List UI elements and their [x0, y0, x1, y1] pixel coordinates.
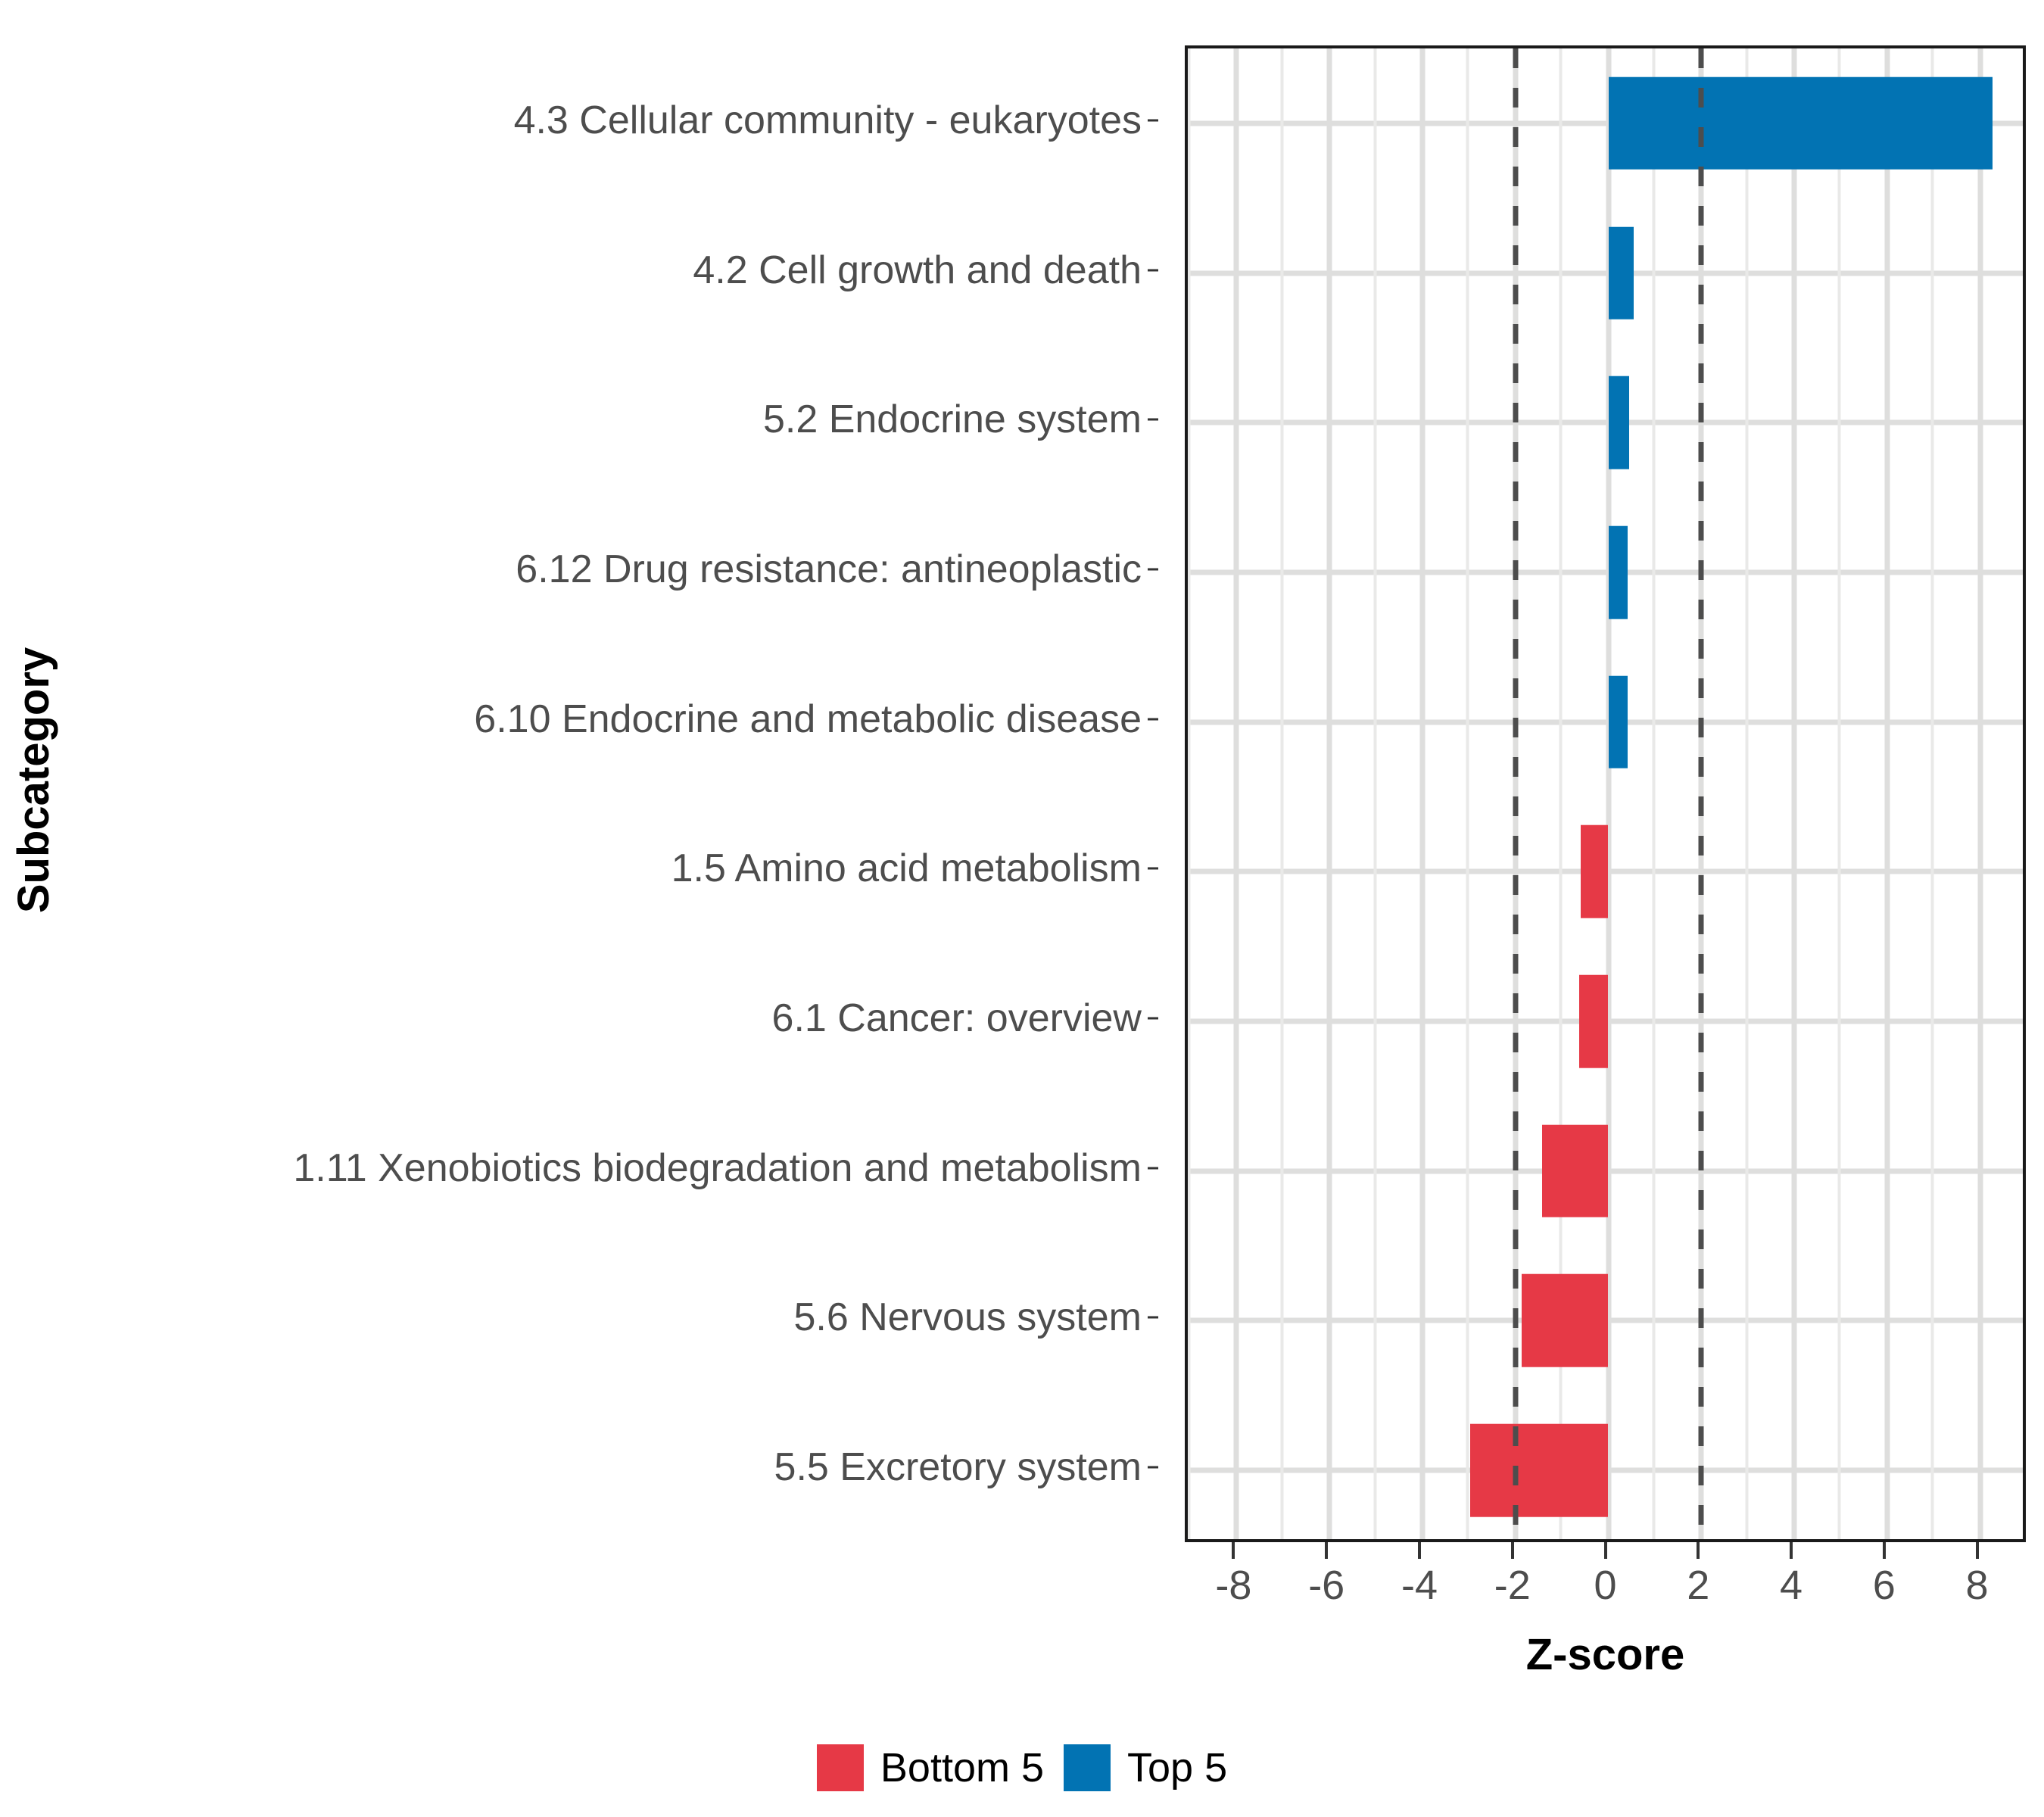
y-axis-tick-mark: [1148, 1167, 1158, 1170]
grid-line-horizontal: [1188, 270, 2023, 276]
grid-line-vertical: [1606, 48, 1611, 1539]
y-axis-tick-label: 5.5 Excretory system: [774, 1445, 1142, 1490]
x-axis-tick-mark: [1882, 1542, 1886, 1559]
y-axis-tick-mark: [1148, 418, 1158, 421]
bar: [1579, 974, 1609, 1068]
grid-line-vertical-minor: [1373, 48, 1377, 1539]
bar: [1608, 675, 1628, 768]
grid-line-vertical-minor: [1559, 48, 1563, 1539]
y-axis-tick-mark: [1148, 568, 1158, 571]
y-axis-tick-mark: [1148, 867, 1158, 870]
grid-line-horizontal: [1188, 419, 2023, 425]
y-axis-tick-mark: [1148, 718, 1158, 721]
x-axis-tick-mark: [1325, 1542, 1329, 1559]
legend-item: Bottom 5: [816, 1744, 1044, 1791]
y-axis-tick-label: 4.2 Cell growth and death: [693, 248, 1142, 292]
x-axis-tick-label: 2: [1687, 1563, 1710, 1608]
x-axis-tick-mark: [1510, 1542, 1514, 1559]
x-axis-tick-mark: [1603, 1542, 1607, 1559]
x-axis-tick-label: 4: [1779, 1563, 1803, 1608]
bar: [1608, 226, 1634, 319]
grid-line-vertical: [1233, 48, 1239, 1539]
legend-color-swatch: [816, 1744, 864, 1791]
bar: [1608, 376, 1629, 469]
x-axis-title: Z-score: [1525, 1630, 1685, 1679]
grid-line-horizontal: [1188, 569, 2023, 575]
grid-line-vertical: [1419, 48, 1426, 1539]
y-axis-tick-label: 6.10 Endocrine and metabolic disease: [474, 697, 1142, 741]
bar: [1541, 1124, 1609, 1218]
grid-line-vertical-minor: [1188, 48, 1191, 1539]
chart-legend: Bottom 5 Top 5: [0, 1726, 2044, 1809]
x-axis-tick-mark: [1417, 1542, 1421, 1559]
bar: [1580, 825, 1609, 918]
grid-line-horizontal: [1188, 120, 2023, 126]
y-axis-tick-mark: [1148, 119, 1158, 122]
y-axis-tick-mark: [1148, 269, 1158, 272]
y-axis-tick-label: 4.3 Cellular community - eukaryotes: [513, 98, 1142, 142]
grid-line-vertical: [1326, 48, 1332, 1539]
bar: [1608, 525, 1628, 619]
reference-line: [1698, 48, 1704, 1539]
y-axis-tick-label: 6.12 Drug resistance: antineoplastic: [516, 547, 1142, 591]
x-axis-tick-label: 6: [1872, 1563, 1896, 1608]
x-axis-tick-mark: [1232, 1542, 1235, 1559]
grid-line-horizontal: [1188, 719, 2023, 725]
x-axis-tick-mark: [1975, 1542, 1979, 1559]
grid-line-vertical-minor: [1466, 48, 1469, 1539]
x-axis-tick-label: -8: [1215, 1563, 1252, 1608]
x-axis-tick-label: 0: [1594, 1563, 1617, 1608]
x-axis-tick-label: -2: [1494, 1563, 1531, 1608]
x-axis-tick-label: -4: [1401, 1563, 1438, 1608]
y-axis-title: Subcategory: [0, 0, 68, 1560]
x-axis-tick-mark: [1697, 1542, 1700, 1559]
y-axis-tick-label: 6.1 Cancer: overview: [771, 996, 1142, 1041]
legend-label: Top 5: [1127, 1745, 1228, 1791]
x-axis-tick-label: 8: [1965, 1563, 1989, 1608]
grid-line-vertical-minor: [1745, 48, 1749, 1539]
grid-line-vertical-minor: [1280, 48, 1284, 1539]
plot-panel: [1185, 45, 2026, 1542]
grid-line-vertical: [1977, 48, 1983, 1539]
grid-line-vertical-minor: [1652, 48, 1656, 1539]
bar: [1521, 1274, 1609, 1367]
y-axis-tick-mark: [1148, 1017, 1158, 1020]
grid-line-vertical: [1884, 48, 1890, 1539]
y-axis-tick-mark: [1148, 1466, 1158, 1469]
legend-label: Bottom 5: [880, 1745, 1044, 1791]
y-axis-tick-mark: [1148, 1316, 1158, 1319]
y-axis-tick-label: 5.6 Nervous system: [793, 1295, 1142, 1340]
bar: [1608, 76, 1993, 170]
grid-line-vertical: [1791, 48, 1797, 1539]
x-axis: -8 -6 -4 -2 0 2 4 6 8: [1185, 1542, 2026, 1641]
bar: [1470, 1423, 1609, 1517]
legend-color-swatch: [1064, 1744, 1111, 1791]
grid-line-vertical-minor: [1837, 48, 1841, 1539]
x-axis-tick-label: -6: [1308, 1563, 1345, 1608]
y-axis-tick-label: 5.2 Endocrine system: [762, 397, 1142, 442]
y-axis-title-text: Subcategory: [9, 647, 59, 913]
legend-item: Top 5: [1064, 1744, 1227, 1791]
y-axis-tick-label: 1.5 Amino acid metabolism: [671, 846, 1142, 891]
grid-line-vertical-minor: [1930, 48, 1934, 1539]
y-axis-tick-label: 1.11 Xenobiotics biodegradation and meta…: [293, 1145, 1142, 1190]
plot-area: [1188, 48, 2023, 1539]
x-axis-tick-mark: [1790, 1542, 1793, 1559]
y-axis-labels: 4.3 Cellular community - eukaryotes 4.2 C…: [68, 45, 1158, 1542]
reference-line: [1513, 48, 1519, 1539]
